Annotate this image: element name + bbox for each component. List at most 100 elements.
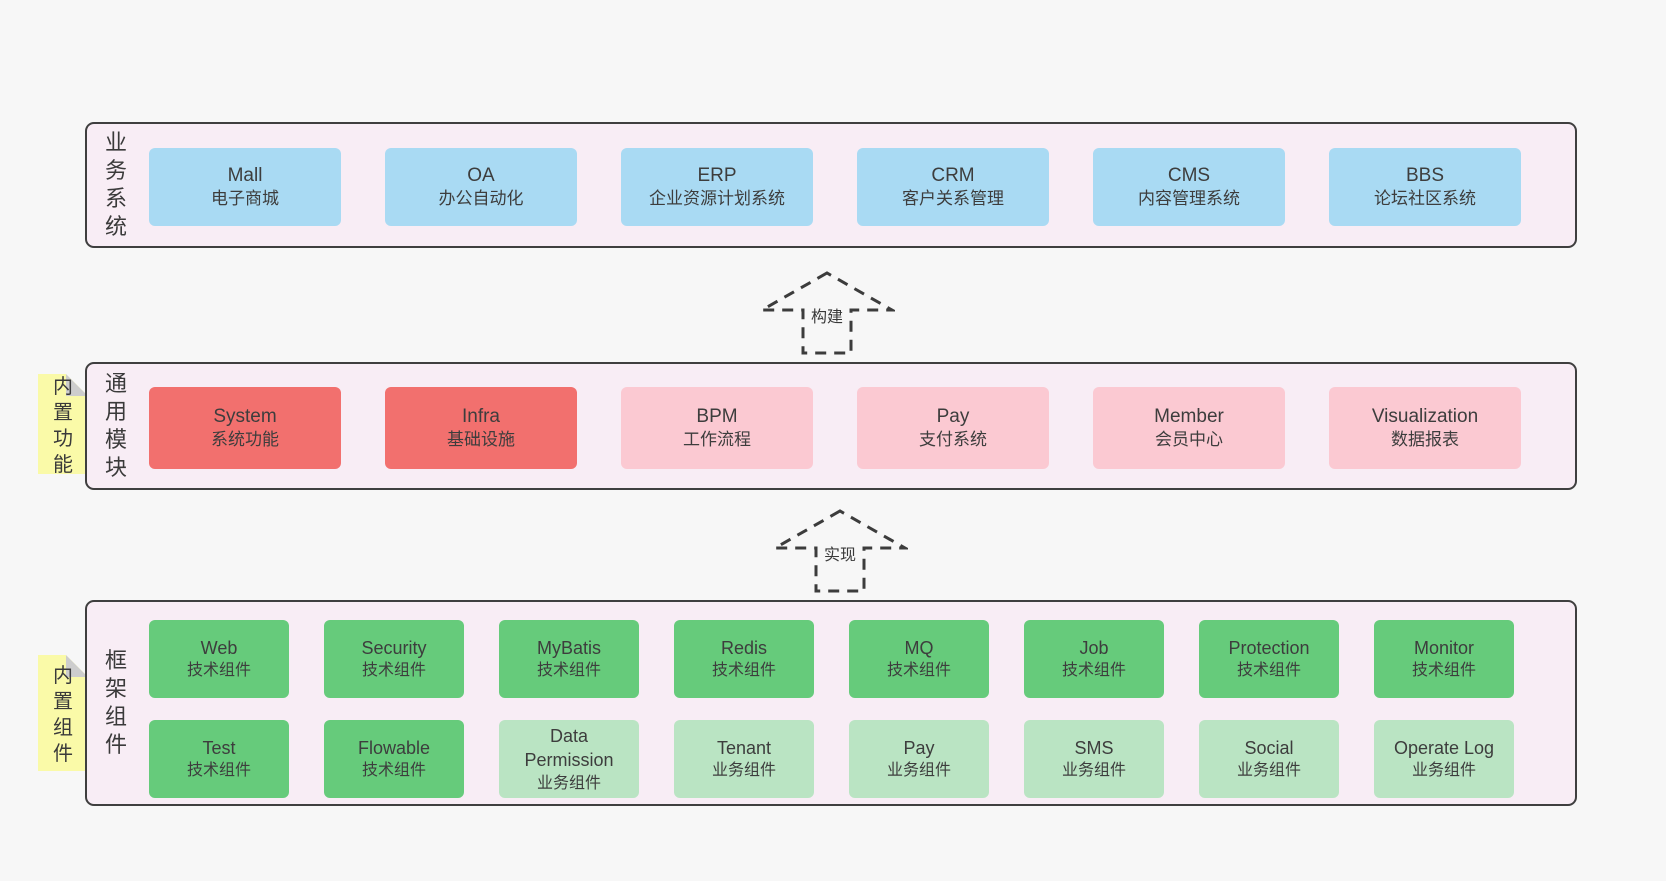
arrow-implement: 实现 xyxy=(772,508,908,594)
box-title: MQ xyxy=(904,638,934,659)
sticky-note-label: 内置组件 xyxy=(53,665,73,766)
box-title: BBS xyxy=(1405,164,1445,186)
box-subtitle: 业务组件 xyxy=(1236,762,1301,780)
box-member: Member 会员中心 xyxy=(1093,387,1285,469)
box-flowable: Flowable 技术组件 xyxy=(324,720,464,798)
box-pay-module: Pay 支付系统 xyxy=(857,387,1049,469)
box-security: Security 技术组件 xyxy=(324,620,464,698)
box-redis: Redis 技术组件 xyxy=(674,620,814,698)
sticky-note-builtin-components: 内置组件 xyxy=(38,655,88,771)
box-protection: Protection 技术组件 xyxy=(1199,620,1339,698)
layer-label-modules: 通用模块 xyxy=(104,371,127,480)
box-social: Social 业务组件 xyxy=(1199,720,1339,798)
arrow-up-icon xyxy=(772,509,908,593)
box-title: BPM xyxy=(696,405,738,427)
arrow-up-icon xyxy=(759,271,895,355)
box-subtitle: 技术组件 xyxy=(186,662,251,680)
box-title: Data Permission xyxy=(524,725,614,771)
box-subtitle: 技术组件 xyxy=(361,762,426,780)
box-mall: Mall 电子商城 xyxy=(149,148,341,226)
box-subtitle: 会员中心 xyxy=(1155,430,1223,450)
box-subtitle: 工作流程 xyxy=(683,430,751,450)
box-sms: SMS 业务组件 xyxy=(1024,720,1164,798)
layer-label-business: 业务系统 xyxy=(104,130,127,239)
layer-framework-components: 框架组件 Web 技术组件 Security 技术组件 MyBatis 技术组件… xyxy=(85,600,1577,806)
box-tenant: Tenant 业务组件 xyxy=(674,720,814,798)
arrow-build: 构建 xyxy=(759,270,895,356)
box-subtitle: 数据报表 xyxy=(1391,430,1459,450)
box-subtitle: 论坛社区系统 xyxy=(1374,189,1476,209)
box-mybatis: MyBatis 技术组件 xyxy=(499,620,639,698)
arrow-implement-label: 实现 xyxy=(819,540,861,566)
box-title: SMS xyxy=(1074,738,1114,759)
box-subtitle: 系统功能 xyxy=(211,430,279,450)
box-subtitle: 业务组件 xyxy=(536,774,601,792)
box-title: System xyxy=(213,405,277,427)
box-title: Flowable xyxy=(357,738,431,759)
box-subtitle: 电子商城 xyxy=(211,189,279,209)
box-bbs: BBS 论坛社区系统 xyxy=(1329,148,1521,226)
box-system: System 系统功能 xyxy=(149,387,341,469)
box-subtitle: 支付系统 xyxy=(919,430,987,450)
box-data-permission: Data Permission 业务组件 xyxy=(499,720,639,798)
components-row-1: Web 技术组件 Security 技术组件 MyBatis 技术组件 Redi… xyxy=(149,620,1514,698)
box-erp: ERP 企业资源计划系统 xyxy=(621,148,813,226)
box-monitor: Monitor 技术组件 xyxy=(1374,620,1514,698)
box-visualization: Visualization 数据报表 xyxy=(1329,387,1521,469)
box-subtitle: 技术组件 xyxy=(361,662,426,680)
box-title: MyBatis xyxy=(536,638,601,659)
box-subtitle: 办公自动化 xyxy=(438,189,524,209)
box-subtitle: 基础设施 xyxy=(447,430,515,450)
box-title: OA xyxy=(467,164,495,186)
business-boxes-row: Mall 电子商城 OA 办公自动化 ERP 企业资源计划系统 CRM 客户关系… xyxy=(149,148,1521,226)
box-subtitle: 技术组件 xyxy=(1236,662,1301,680)
box-title: CMS xyxy=(1167,164,1211,186)
box-oa: OA 办公自动化 xyxy=(385,148,577,226)
box-test: Test 技术组件 xyxy=(149,720,289,798)
box-pay-component: Pay 业务组件 xyxy=(849,720,989,798)
box-subtitle: 技术组件 xyxy=(1411,662,1476,680)
box-title: Redis xyxy=(720,638,768,659)
box-title: Infra xyxy=(461,405,501,427)
layer-business-systems: 业务系统 Mall 电子商城 OA 办公自动化 ERP 企业资源计划系统 CRM… xyxy=(85,122,1577,248)
layer-common-modules: 通用模块 System 系统功能 Infra 基础设施 BPM 工作流程 Pay… xyxy=(85,362,1577,490)
sticky-note-builtin-features: 内置功能 xyxy=(38,374,88,474)
box-title: Social xyxy=(1244,738,1294,759)
box-subtitle: 业务组件 xyxy=(1411,762,1476,780)
box-mq: MQ 技术组件 xyxy=(849,620,989,698)
box-subtitle: 业务组件 xyxy=(886,762,951,780)
box-title: Pay xyxy=(903,738,935,759)
box-title: Operate Log xyxy=(1393,738,1495,759)
box-title: Visualization xyxy=(1371,405,1479,427)
box-operate-log: Operate Log 业务组件 xyxy=(1374,720,1514,798)
box-title: CRM xyxy=(931,164,975,186)
box-subtitle: 内容管理系统 xyxy=(1138,189,1240,209)
box-title: Member xyxy=(1154,405,1224,427)
box-subtitle: 技术组件 xyxy=(711,662,776,680)
components-row-2: Test 技术组件 Flowable 技术组件 Data Permission … xyxy=(149,720,1514,798)
box-subtitle: 技术组件 xyxy=(886,662,951,680)
modules-boxes-row: System 系统功能 Infra 基础设施 BPM 工作流程 Pay 支付系统… xyxy=(149,387,1521,469)
box-subtitle: 技术组件 xyxy=(186,762,251,780)
box-title: Tenant xyxy=(716,738,772,759)
sticky-note-label: 内置功能 xyxy=(53,376,73,476)
box-infra: Infra 基础设施 xyxy=(385,387,577,469)
box-title: Monitor xyxy=(1413,638,1475,659)
arrow-build-label: 构建 xyxy=(806,302,848,328)
box-title: Pay xyxy=(936,405,970,427)
box-title: Protection xyxy=(1228,638,1310,659)
box-job: Job 技术组件 xyxy=(1024,620,1164,698)
box-subtitle: 企业资源计划系统 xyxy=(649,189,785,209)
box-title: Test xyxy=(202,738,236,759)
box-title: Web xyxy=(200,638,238,659)
box-crm: CRM 客户关系管理 xyxy=(857,148,1049,226)
box-subtitle: 业务组件 xyxy=(1061,762,1126,780)
box-title: Job xyxy=(1079,638,1109,659)
box-subtitle: 客户关系管理 xyxy=(902,189,1004,209)
box-subtitle: 技术组件 xyxy=(1061,662,1126,680)
box-bpm: BPM 工作流程 xyxy=(621,387,813,469)
box-subtitle: 业务组件 xyxy=(711,762,776,780)
box-title: ERP xyxy=(697,164,737,186)
box-subtitle: 技术组件 xyxy=(536,662,601,680)
